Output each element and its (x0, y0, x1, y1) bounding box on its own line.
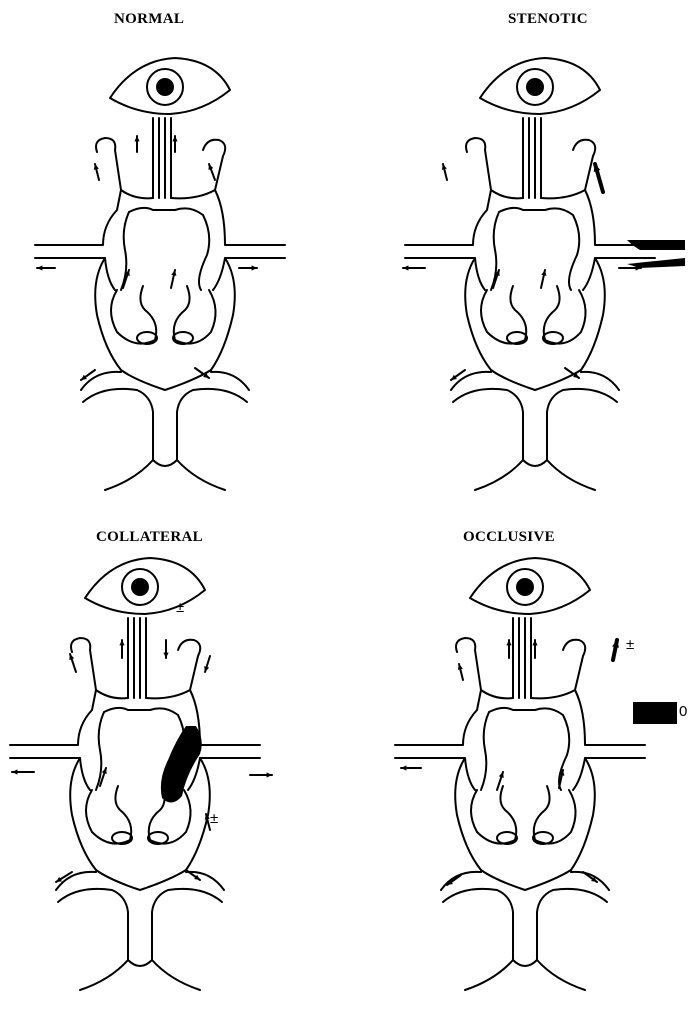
posterior-arch (481, 870, 571, 890)
left-carotid-stump (86, 786, 131, 844)
flow-arrow-eye-left (506, 640, 511, 658)
left-carotid-stump (481, 286, 526, 344)
left-posterior-cerebral (81, 372, 153, 490)
left-upper-branch (71, 638, 128, 698)
outer-descending-vessels (455, 758, 595, 870)
posterior-arch (96, 870, 186, 890)
left-lateral-vessel (10, 690, 96, 790)
left-lateral-vessel (395, 690, 481, 790)
flow-arrow-right-lateral (239, 265, 257, 270)
flow-arrow-eye-right (532, 640, 537, 658)
panel-title-normal: NORMAL (114, 11, 184, 28)
collateral-circulation-diagram (0, 540, 300, 1010)
eye-pupil (156, 78, 174, 96)
right-upper-branch (146, 640, 200, 699)
posterior-arch (491, 370, 581, 390)
flow-arrow-left-lateral (401, 765, 421, 770)
flow-arrow-eye-left (119, 640, 124, 658)
basilar-join (513, 960, 537, 966)
left-lateral-vessel (35, 190, 121, 290)
occlusive-circulation-diagram (385, 540, 685, 1010)
panel-title-stenotic: STENOTIC (508, 11, 588, 28)
left-posterior-cerebral (441, 872, 513, 990)
right-upper-branch (531, 640, 585, 699)
inner-circle (481, 708, 569, 790)
stenosis-upper-block (627, 240, 685, 250)
flow-arrow-left-upper (69, 654, 76, 672)
flow-arrow-right-upper-bold (612, 640, 619, 660)
left-posterior-cerebral (451, 372, 523, 490)
flow-arrow-left-upper (442, 164, 447, 180)
flow-arrow-left-upper (94, 164, 99, 180)
normal-circulation-diagram (25, 40, 325, 510)
flow-arrow-left-lateral (403, 265, 425, 270)
left-upper-branch (466, 138, 523, 198)
flow-arrow-right-lateral (250, 772, 272, 777)
right-carotid-stump (174, 286, 216, 344)
right-lateral-vessel (213, 190, 285, 290)
right-posterior-cerebral (547, 372, 619, 490)
left-upper-branch (96, 138, 153, 198)
basilar-join (128, 960, 152, 966)
left-upper-branch (456, 638, 513, 698)
right-upper-branch (541, 140, 595, 199)
flow-arrow-eye-down (163, 640, 168, 658)
right-posterior-cerebral (537, 872, 609, 990)
flow-arrow-left-lateral (12, 769, 34, 774)
left-lateral-vessel (405, 190, 491, 290)
flow-arrow-eye-right (172, 136, 177, 152)
basilar-join (153, 460, 177, 466)
right-upper-branch (171, 140, 225, 199)
flow-arrow-right-upper-bold (594, 164, 603, 192)
right-carotid-stump (544, 286, 586, 344)
occluded-carotid-fill (161, 726, 202, 803)
eye-pupil (526, 78, 544, 96)
flow-arrow-left-upper (458, 664, 463, 680)
right-posterior-cerebral (152, 872, 224, 990)
eye-pupil (516, 578, 534, 596)
right-posterior-cerebral (177, 372, 249, 490)
flow-arrow-eye-left (134, 136, 139, 152)
flow-arrow-right-upper (204, 656, 210, 672)
flow-arrow-right-carotid (541, 270, 546, 288)
eye-pupil (131, 578, 149, 596)
left-carotid-stump (111, 286, 156, 344)
stenosis-lower-block (627, 258, 685, 268)
basilar-join (523, 460, 547, 466)
left-posterior-cerebral (56, 872, 128, 990)
posterior-arch (121, 370, 211, 390)
flow-arrow-left-lateral (37, 265, 55, 270)
flow-arrow-right-upper (208, 164, 215, 180)
stenotic-circulation-diagram (395, 40, 695, 510)
inner-circle (121, 208, 209, 290)
occlusion-block (633, 702, 677, 724)
left-carotid-stump (471, 786, 516, 844)
inner-circle (491, 208, 579, 290)
outer-descending-vessels (95, 258, 235, 370)
outer-descending-vessels (70, 758, 210, 870)
flow-arrow-right-carotid (171, 270, 176, 288)
outer-descending-vessels (465, 258, 605, 370)
right-carotid-stump (534, 786, 576, 844)
